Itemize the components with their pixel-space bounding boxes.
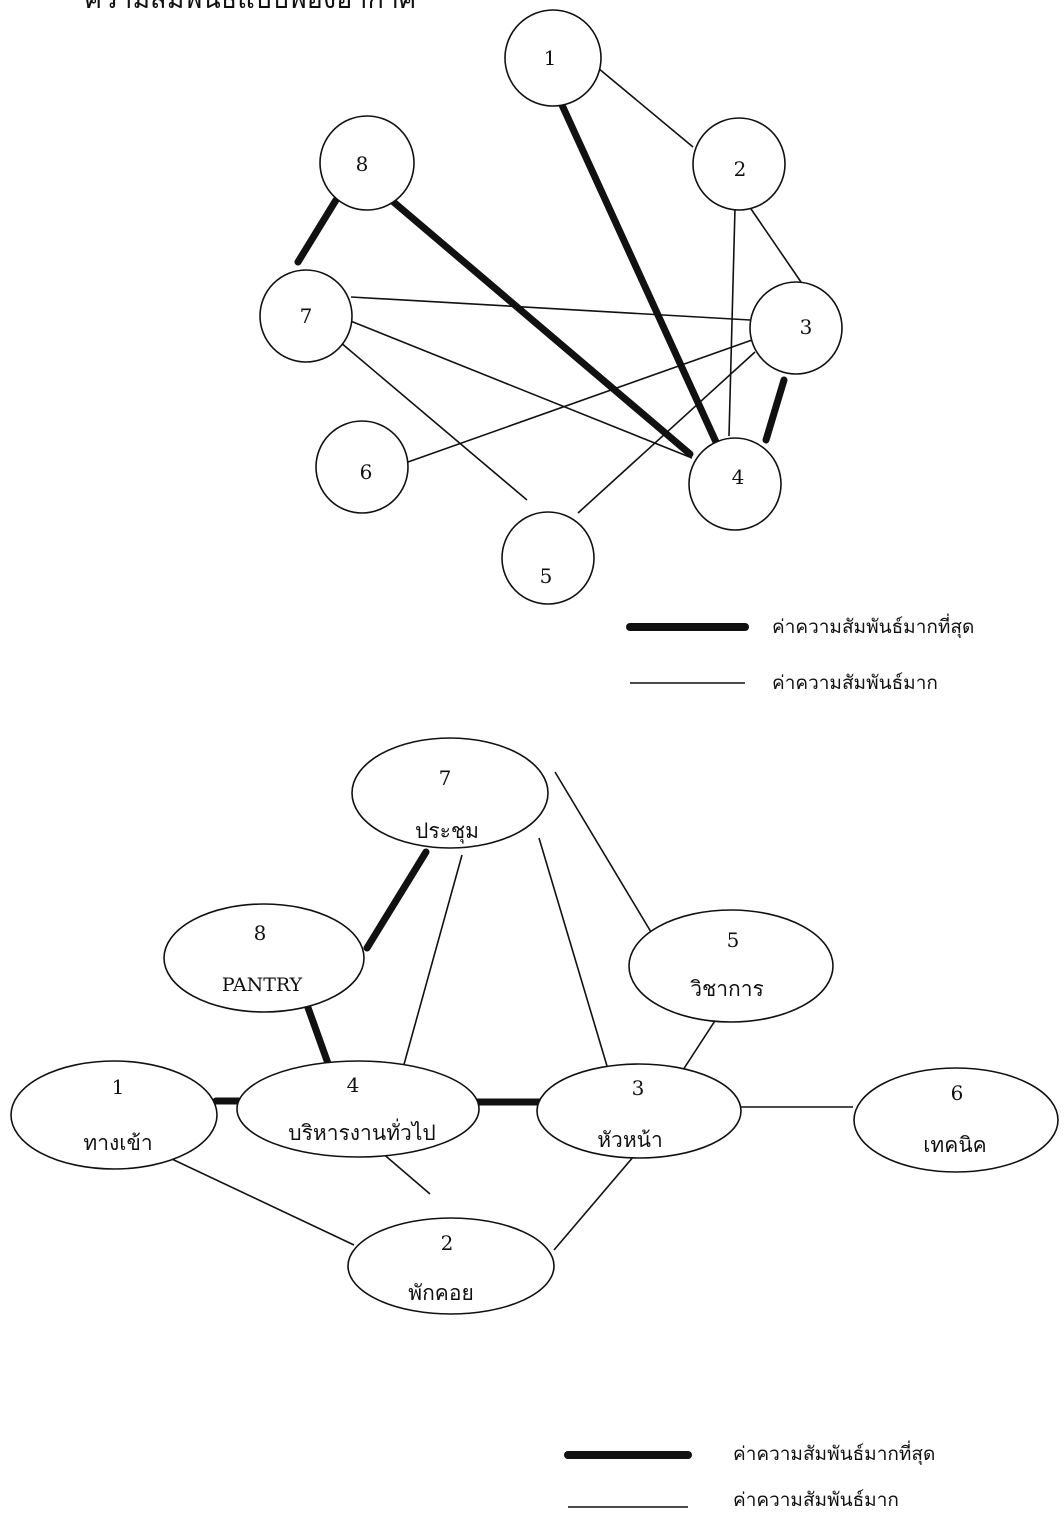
d2-node-8-number: 8 (254, 921, 267, 945)
d1-node-7-label: 7 (300, 304, 313, 328)
d2-node-8: 8 PANTRY (163, 903, 365, 1013)
d2-link-3-2 (553, 1142, 646, 1251)
d2-node-8-name: PANTRY (222, 974, 303, 996)
d2-node-5-name: วิชาการ (690, 977, 764, 1001)
legend-top-moderate-label: ค่าความสัมพันธ์มาก (772, 672, 938, 694)
d2-node-2: 2 พักคอย (347, 1217, 555, 1315)
d2-node-6-name: เทคนิค (923, 1133, 986, 1157)
d1-node-2: 2 (692, 117, 786, 211)
d2-node-7: 7 ประชุม (351, 737, 549, 849)
d1-link-1-2 (597, 67, 694, 148)
d1-link-strong-8-4 (386, 195, 694, 458)
d2-node-2-number: 2 (441, 1231, 454, 1255)
legend-bottom-moderate-label: ค่าความสัมพันธ์มาก (733, 1489, 899, 1511)
d2-node-5: 5 วิชาการ (628, 909, 834, 1023)
d1-node-4-label: 4 (732, 465, 745, 489)
d1-link-2-3 (748, 205, 802, 283)
d1-link-strong-8-7 (294, 196, 340, 266)
legend-bottom-strong-label: ค่าความสัมพันธ์มากที่สุด (733, 1443, 936, 1465)
d1-node-3-label: 3 (800, 315, 813, 339)
d2-node-3-number: 3 (632, 1076, 645, 1100)
diagram1: 1 2 3 4 5 (259, 9, 843, 605)
d2-node-7-number: 7 (439, 766, 452, 790)
d1-link-6-3 (407, 339, 753, 463)
d2-node-2-name: พักคอย (408, 1281, 474, 1305)
d1-node-5: 5 (501, 511, 595, 605)
d1-node-8-label: 8 (356, 152, 369, 176)
d2-node-6: 6 เทคนิค (853, 1067, 1059, 1173)
d2-link-7-5 (554, 771, 652, 933)
diagram1-links (294, 67, 802, 514)
d2-node-7-name: ประชุม (415, 819, 479, 844)
d1-node-1: 1 (504, 9, 602, 107)
d2-node-4: 4 บริหารงานทั่วไป (236, 1060, 480, 1158)
d1-link-strong-3-4 (762, 376, 788, 444)
d1-node-6-label: 6 (360, 460, 373, 484)
diagram-heading: ความสัมพันธ์แบบพื้องอากาศ (84, 0, 416, 13)
d2-node-3-name: หัวหน้า (597, 1128, 663, 1152)
d1-node-8: 8 (319, 115, 415, 211)
d1-link-5-3 (577, 351, 756, 514)
d2-link-strong-7-8 (363, 848, 430, 952)
d1-node-4: 4 (688, 437, 782, 531)
d2-node-4-number: 4 (347, 1073, 360, 1097)
d2-node-4-name: บริหารงานทั่วไป (288, 1118, 435, 1145)
d2-node-6-number: 6 (951, 1081, 964, 1105)
legend-bottom (564, 1451, 692, 1508)
d1-link-7-4 (347, 319, 693, 459)
d2-link-1-2 (137, 1142, 355, 1246)
d1-link-7-5 (339, 341, 528, 501)
d2-node-1-number: 1 (112, 1075, 125, 1099)
d1-node-7: 7 (259, 269, 353, 363)
d2-node-1-name: ทางเข้า (83, 1131, 152, 1155)
d2-link-7-3 (538, 837, 608, 1067)
d2-node-5-number: 5 (727, 928, 740, 952)
d2-link-strong-8-4 (302, 998, 334, 1073)
diagram1-nodes: 1 2 3 4 5 (259, 9, 843, 605)
d1-node-6: 6 (315, 420, 409, 514)
d2-link-7-4 (402, 854, 463, 1069)
d1-node-2-label: 2 (734, 157, 747, 181)
d1-node-5-label: 5 (540, 564, 553, 588)
d2-node-3: 3 หัวหน้า (536, 1063, 742, 1159)
legend-top-strong-label: ค่าความสัมพันธ์มากที่สุด (772, 616, 975, 638)
legend-top (626, 623, 749, 684)
d1-node-1-label: 1 (544, 46, 557, 70)
diagram2: 7 ประชุม 8 PANTRY 5 วิชาการ 1 ทางเข้า (10, 737, 1059, 1315)
d2-node-1: 1 ทางเข้า (10, 1060, 218, 1170)
d1-link-7-3 (350, 296, 751, 321)
d1-link-strong-1-4 (558, 101, 720, 446)
d1-link-2-4 (728, 207, 736, 437)
diagram2-nodes: 7 ประชุม 8 PANTRY 5 วิชาการ 1 ทางเข้า (10, 737, 1059, 1315)
d1-node-3: 3 (749, 281, 843, 375)
